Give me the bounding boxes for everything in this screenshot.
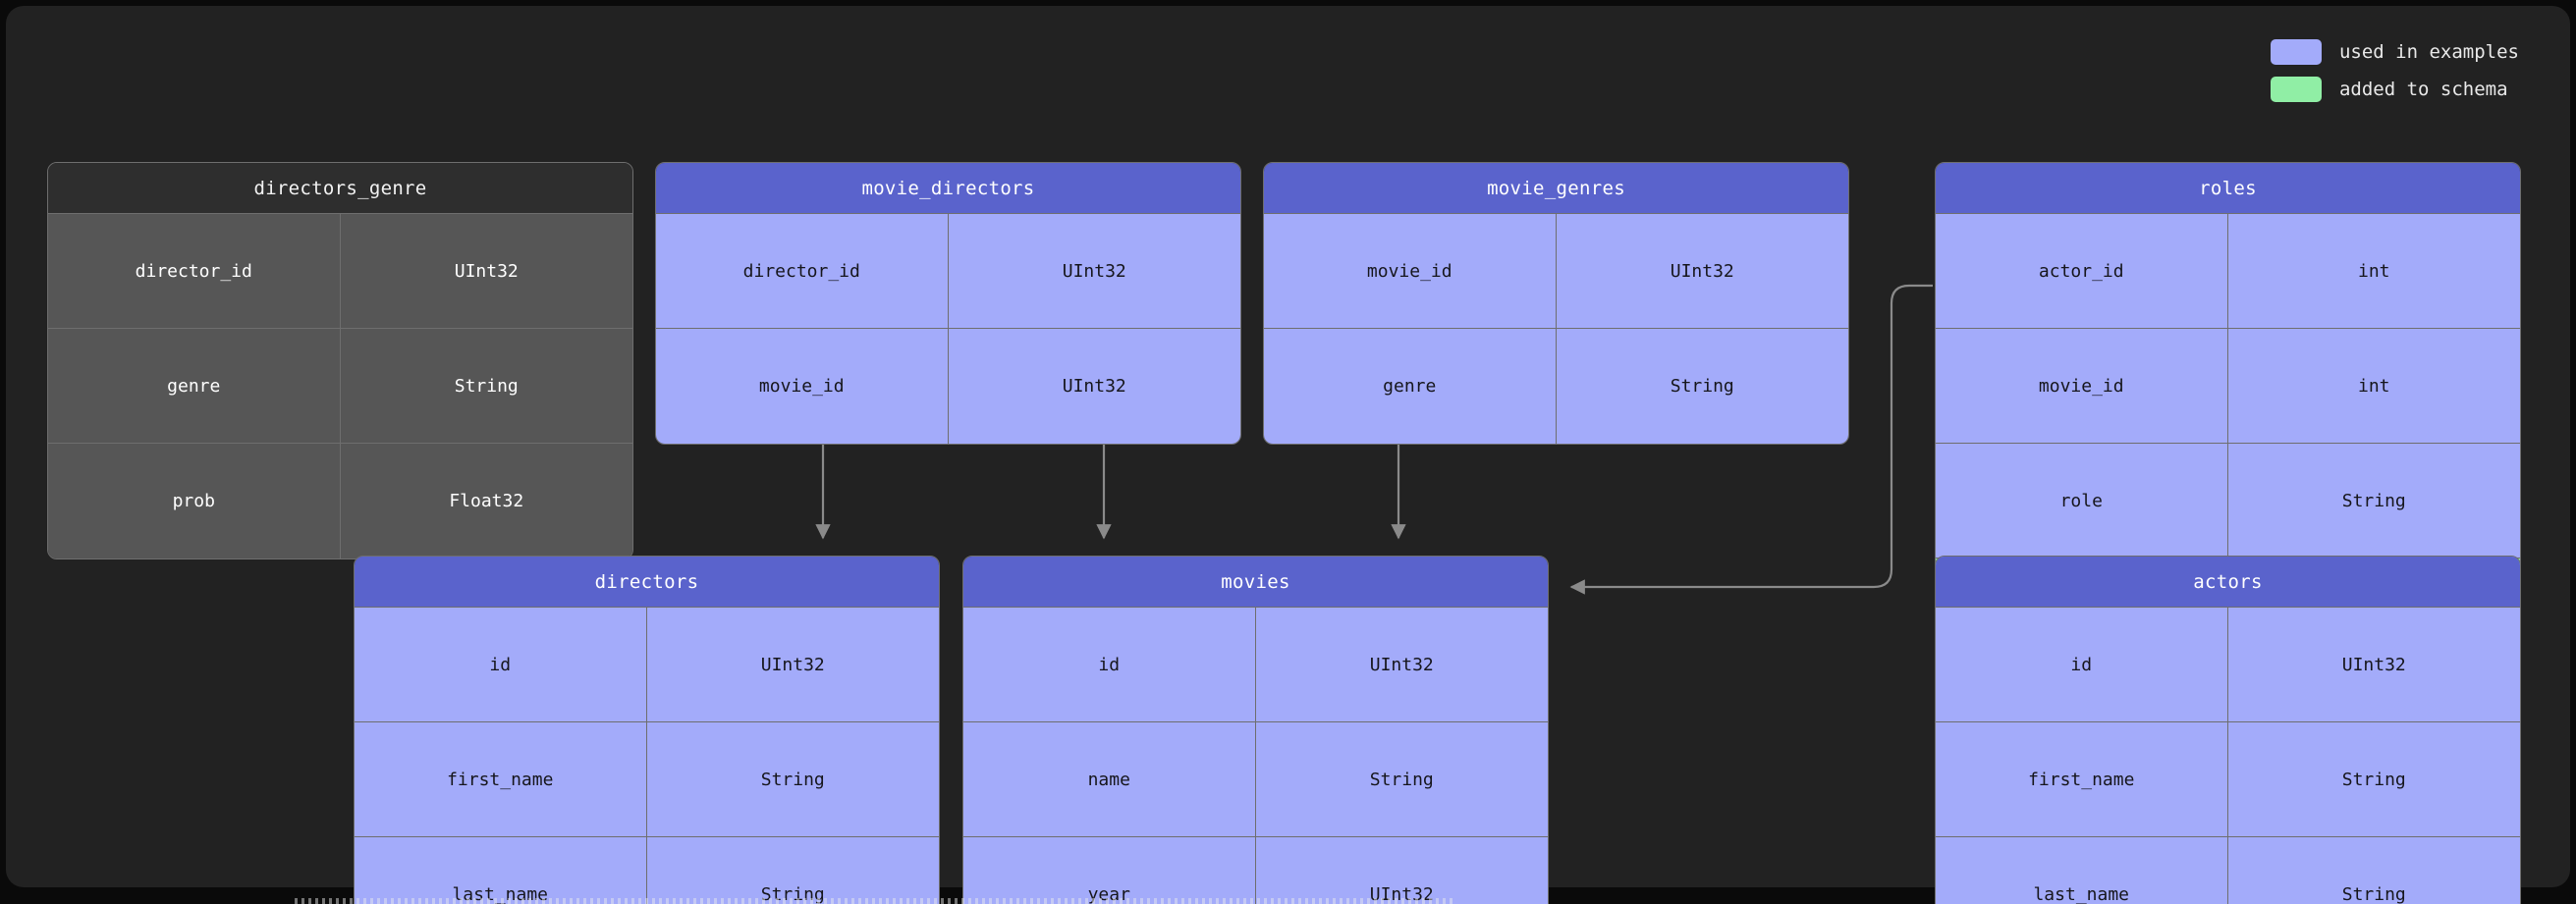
column-type-id: UInt32 <box>2341 654 2406 675</box>
table-title-directors: directors <box>355 557 939 608</box>
table-row[interactable]: movie_id UInt32 <box>1264 214 1848 329</box>
table-row[interactable]: genre String <box>48 329 632 444</box>
column-type-name: String <box>1369 769 1434 790</box>
column-type-actor_id: int <box>2357 260 2390 282</box>
column-type-role: String <box>2341 490 2406 511</box>
table-title-directors_genre: directors_genre <box>48 163 632 214</box>
table-row[interactable]: actor_id int <box>1936 214 2520 329</box>
column-type-movie_id: int <box>2357 375 2390 397</box>
legend-swatch-used <box>2270 39 2322 65</box>
column-type-last_name: String <box>760 884 825 904</box>
legend-item-used: used in examples <box>2270 39 2519 65</box>
column-name-prob: prob <box>48 444 341 558</box>
column-type-movie_id: UInt32 <box>1062 376 1126 397</box>
table-row[interactable]: director_id UInt32 <box>48 214 632 329</box>
table-title-roles: roles <box>1936 163 2520 214</box>
column-name-movie_id: movie_id <box>1264 214 1557 328</box>
column-name-movie_id: movie_id <box>1936 329 2228 443</box>
column-type-genre: String <box>1670 376 1734 397</box>
legend: used in examples added to schema <box>2270 39 2519 102</box>
table-title-actors: actors <box>1936 557 2520 608</box>
column-name-actor_id: actor_id <box>1936 214 2228 328</box>
column-name-first_name: first_name <box>355 722 647 836</box>
bottom-text-sliver <box>295 898 1453 904</box>
table-row[interactable]: id UInt32 <box>355 608 939 722</box>
column-name-last_name: last_name <box>355 837 647 904</box>
column-type-last_name: String <box>2341 883 2406 904</box>
table-row[interactable]: director_id UInt32 <box>656 214 1240 329</box>
column-name-director_id: director_id <box>48 214 341 328</box>
table-title-movie_genres: movie_genres <box>1264 163 1848 214</box>
table-row[interactable]: id UInt32 <box>963 608 1548 722</box>
legend-item-added: added to schema <box>2270 77 2508 102</box>
column-name-id: id <box>963 608 1256 721</box>
table-row[interactable]: role String <box>1936 444 2520 558</box>
table-row[interactable]: name String <box>963 722 1548 837</box>
table-row[interactable]: id UInt32 <box>1936 608 2520 722</box>
column-name-movie_id: movie_id <box>656 329 949 444</box>
column-name-role: role <box>1936 444 2228 558</box>
column-type-first_name: String <box>2341 769 2406 790</box>
table-row[interactable]: movie_id UInt32 <box>656 329 1240 444</box>
table-title-movies: movies <box>963 557 1548 608</box>
column-type-first_name: String <box>760 769 825 790</box>
column-name-id: id <box>1936 608 2228 721</box>
table-row[interactable]: first_name String <box>1936 722 2520 837</box>
column-name-name: name <box>963 722 1256 836</box>
column-type-movie_id: UInt32 <box>1670 260 1734 282</box>
column-type-director_id: UInt32 <box>1062 260 1126 282</box>
table-row[interactable]: movie_id int <box>1936 329 2520 444</box>
table-row[interactable]: first_name String <box>355 722 939 837</box>
column-type-genre: String <box>454 375 519 397</box>
column-name-genre: genre <box>1264 329 1557 444</box>
column-name-last_name: last_name <box>1936 837 2228 904</box>
column-type-id: UInt32 <box>760 654 825 675</box>
column-name-genre: genre <box>48 329 341 443</box>
legend-label-added: added to schema <box>2338 79 2508 100</box>
table-row[interactable]: prob Float32 <box>48 444 632 558</box>
column-name-id: id <box>355 608 647 721</box>
legend-swatch-added <box>2270 77 2322 102</box>
table-card-movies[interactable]: moviesidUInt32nameStringyearUInt32rankFl… <box>962 556 1549 904</box>
column-type-id: UInt32 <box>1369 654 1434 675</box>
table-row[interactable]: genre String <box>1264 329 1848 444</box>
column-type-director_id: UInt32 <box>454 260 519 282</box>
column-type-prob: Float32 <box>449 491 524 511</box>
column-type-year: UInt32 <box>1369 883 1434 904</box>
legend-label-used: used in examples <box>2338 41 2519 63</box>
column-name-first_name: first_name <box>1936 722 2228 836</box>
column-name-director_id: director_id <box>656 214 949 328</box>
column-name-year: year <box>963 837 1256 904</box>
table-title-movie_directors: movie_directors <box>656 163 1240 214</box>
